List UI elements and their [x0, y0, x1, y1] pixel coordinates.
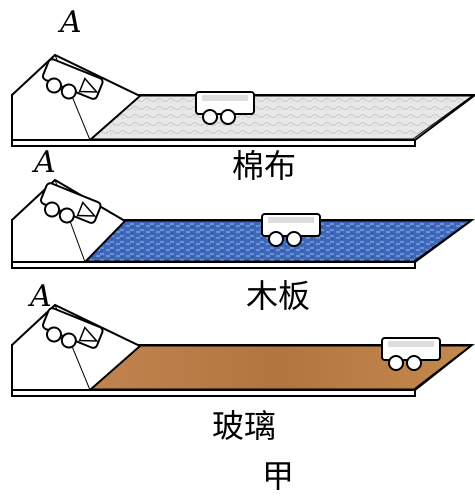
- setup-wood-board: [11, 178, 475, 269]
- ramp-point-label-3: A: [30, 279, 52, 314]
- figure-caption: 甲: [262, 457, 295, 495]
- setup-cotton: [11, 53, 475, 147]
- base-edge: [11, 389, 416, 397]
- surface-label-glass: 玻璃: [212, 407, 277, 445]
- car-on-plane: [261, 213, 321, 247]
- setup-glass: [11, 303, 475, 397]
- surface-label-wood: 木板: [246, 277, 311, 315]
- base-edge: [11, 261, 416, 269]
- ramp-point-label-1: A: [60, 5, 82, 40]
- base-edge: [11, 139, 416, 147]
- car-on-ramp: [41, 307, 104, 349]
- car-on-plane: [195, 91, 255, 125]
- cotton-surface: [78, 95, 474, 140]
- car-on-ramp: [39, 182, 102, 224]
- car-on-ramp: [41, 58, 104, 100]
- ramp-point-label-2: A: [34, 145, 56, 180]
- car-on-plane: [381, 337, 441, 371]
- surface-label-cotton: 棉布: [232, 147, 297, 185]
